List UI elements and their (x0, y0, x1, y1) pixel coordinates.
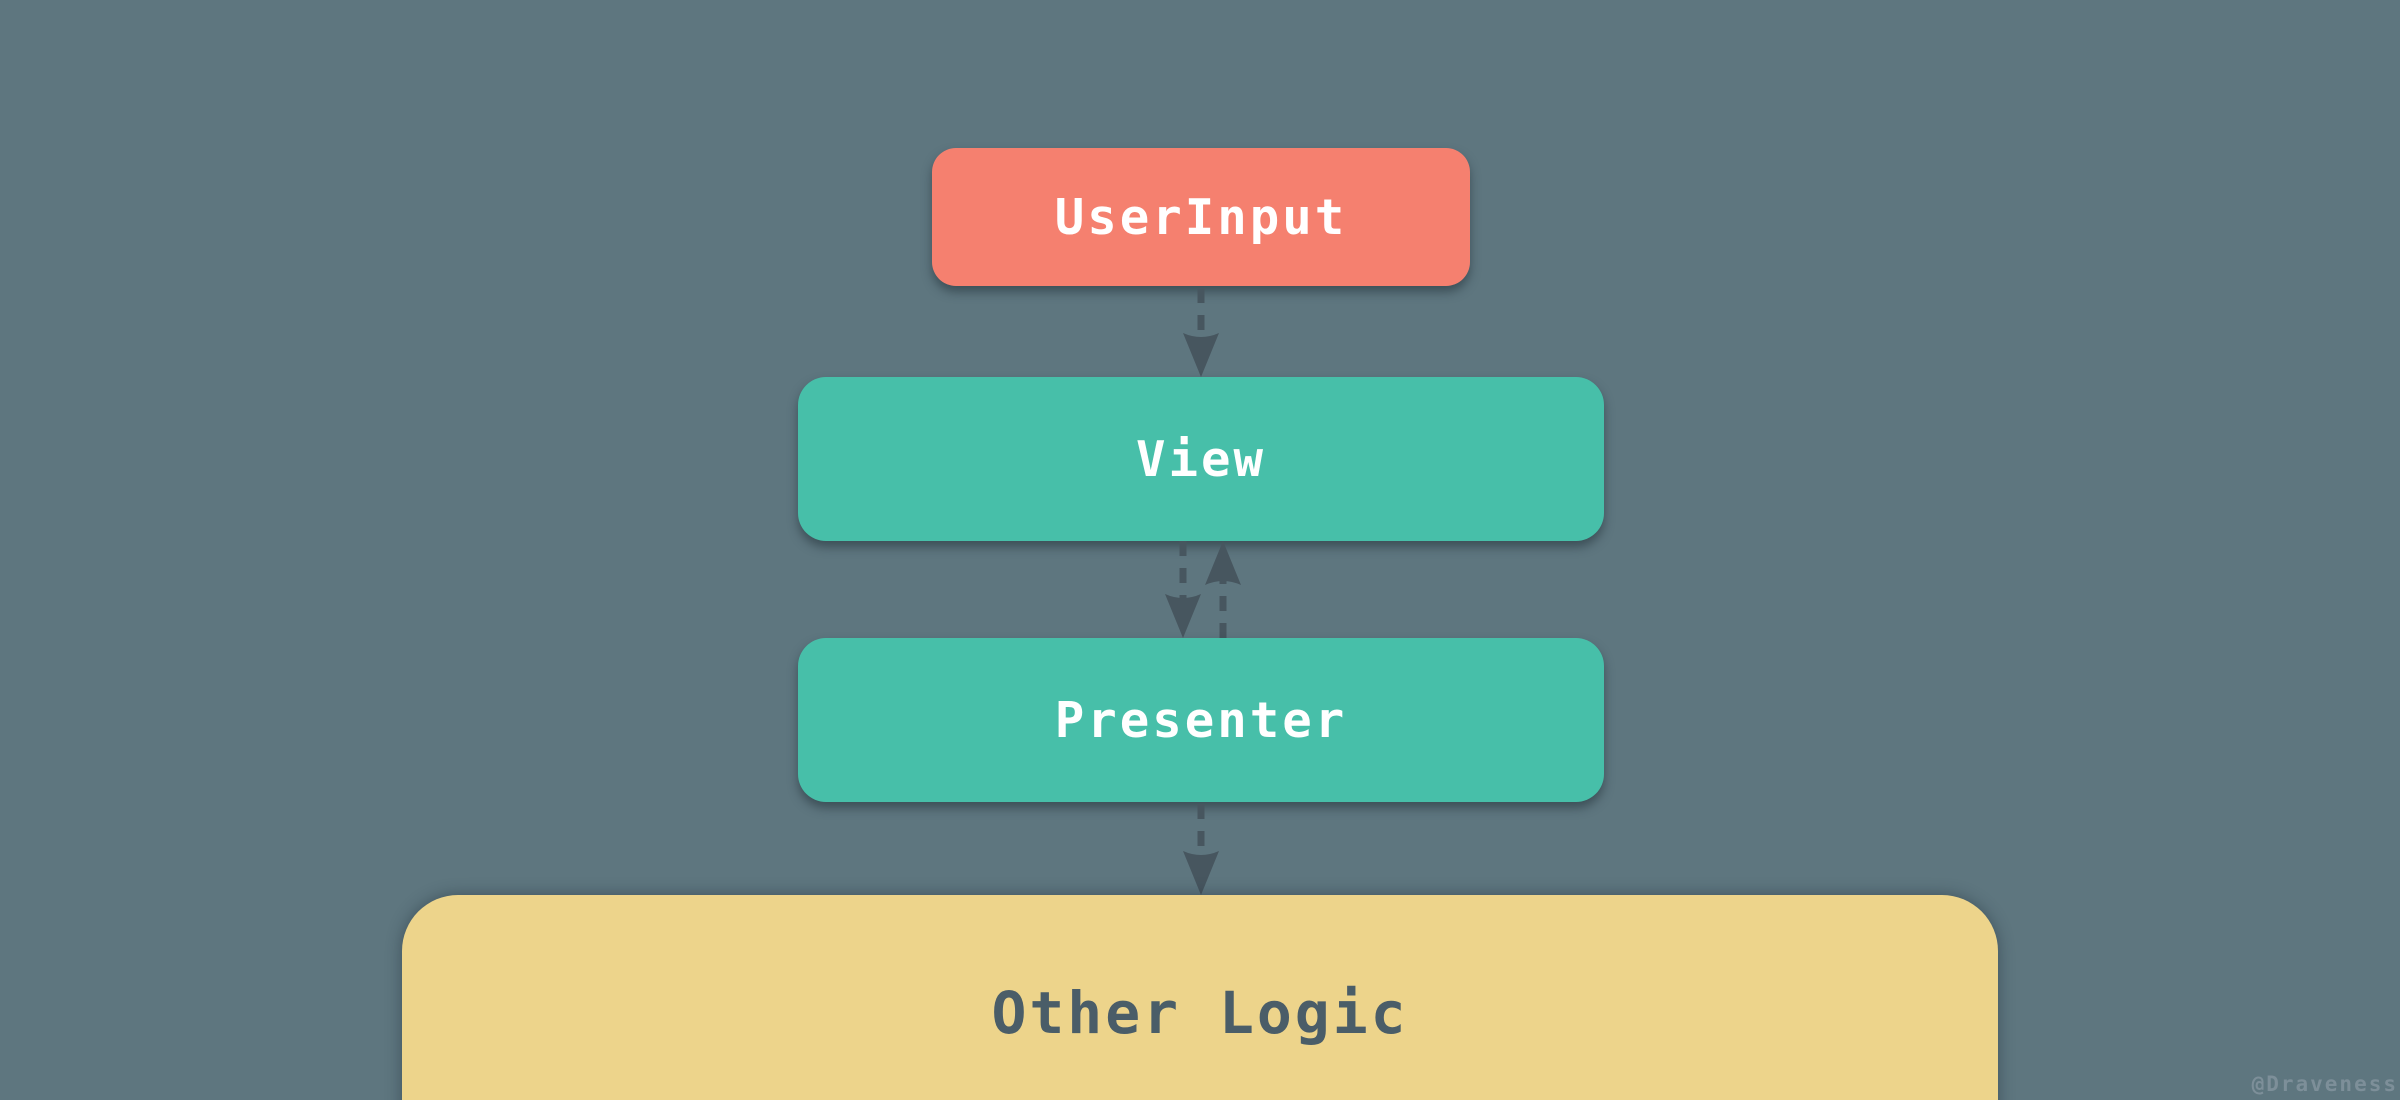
arrow-presenter-to-otherlogic-icon (1183, 804, 1219, 895)
node-other-logic: Other Logic (402, 895, 1998, 1100)
node-presenter: Presenter (798, 638, 1604, 802)
watermark: @Draveness (2251, 1072, 2398, 1096)
arrow-view-presenter-bidirectional-icon (1165, 541, 1241, 638)
node-view: View (798, 377, 1604, 541)
node-view-label: View (1135, 430, 1266, 488)
node-user-input: UserInput (932, 148, 1470, 286)
node-presenter-label: Presenter (1054, 691, 1348, 749)
node-other-logic-label: Other Logic (991, 979, 1409, 1047)
arrow-userinput-to-view-icon (1183, 288, 1219, 377)
node-user-input-label: UserInput (1054, 188, 1348, 246)
